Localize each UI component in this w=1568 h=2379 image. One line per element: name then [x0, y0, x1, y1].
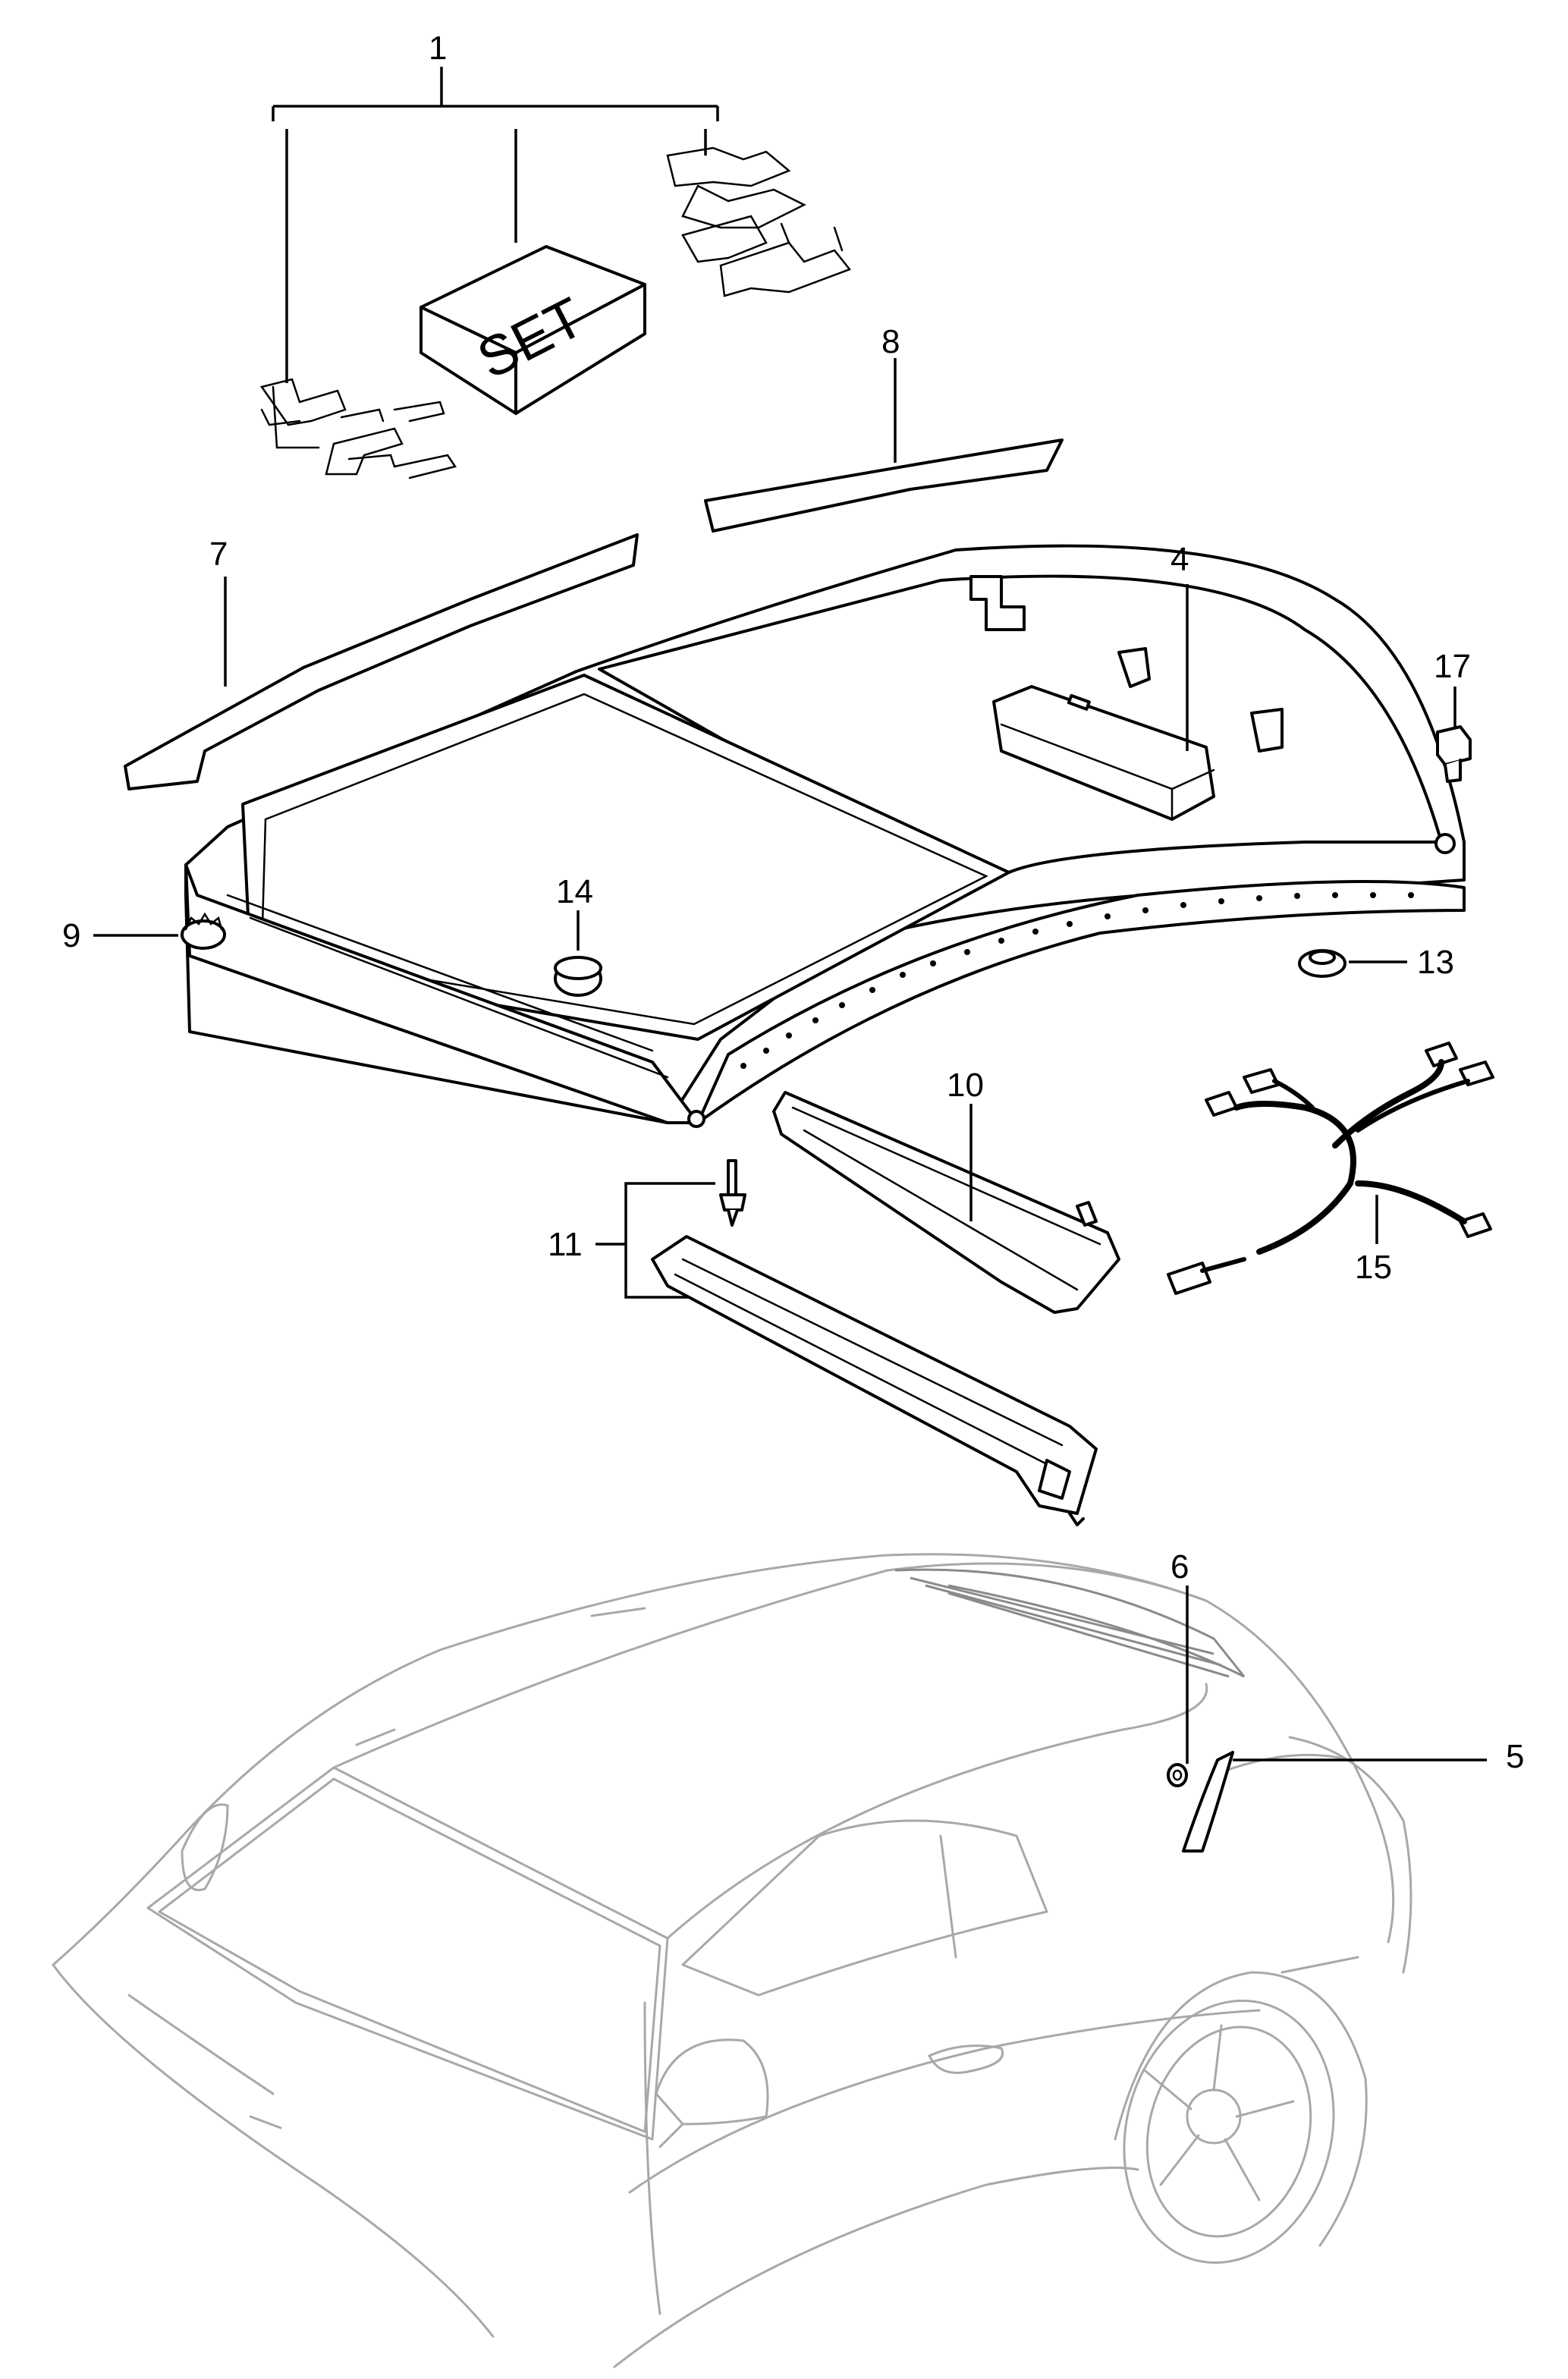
callout-15: 15 — [1355, 1249, 1392, 1286]
part-13-grommet — [1298, 949, 1407, 978]
part-15-wiring-harness — [1167, 1042, 1494, 1295]
callout-10: 10 — [947, 1067, 984, 1104]
part-4-control-unit — [992, 584, 1215, 821]
callout-11: 11 — [548, 1226, 583, 1263]
part-11-rail-with-pin — [595, 1159, 1098, 1526]
callout-14: 14 — [556, 873, 593, 910]
frame-tab-3 — [1250, 708, 1284, 753]
callout-6: 6 — [1171, 1548, 1189, 1585]
callout-13: 13 — [1417, 944, 1454, 981]
car-outline — [52, 1553, 1412, 2368]
callout-1: 1 — [429, 30, 447, 67]
roof-frame-assembly — [184, 544, 1466, 1128]
callout-labels: 1 4 5 6 7 8 9 10 11 13 14 15 17 — [62, 30, 1524, 1775]
frame-corner-bolt — [1434, 833, 1456, 854]
frame-tab-1 — [969, 575, 1026, 631]
part-17-bolt — [1436, 687, 1472, 783]
part-1-clip-set: SET — [259, 67, 852, 479]
callout-8: 8 — [881, 323, 900, 360]
part-9-grommet — [93, 912, 226, 950]
roof-side-rail — [696, 880, 1466, 1124]
set-box: SET — [419, 245, 646, 415]
part-14-plug — [554, 910, 602, 997]
part-11-bracket — [595, 1182, 727, 1299]
part-8-trim-strip — [704, 358, 1064, 533]
frame-front-bolt — [687, 1110, 705, 1128]
clip-group-right — [666, 146, 852, 297]
part-7-trim-strip — [124, 533, 639, 790]
part-6-clip — [1167, 1585, 1189, 1787]
callout-4: 4 — [1171, 541, 1189, 578]
part-5-rear-quarter-trim — [1182, 1751, 1487, 1853]
clip-group-left — [259, 378, 457, 479]
callout-7: 7 — [209, 536, 228, 573]
frame-tab-2 — [1117, 647, 1151, 688]
callout-5: 5 — [1506, 1738, 1524, 1775]
callout-17: 17 — [1434, 648, 1471, 685]
part-10-trim-panel — [772, 1091, 1120, 1314]
part-1-bracket — [272, 67, 719, 121]
callout-9: 9 — [62, 917, 80, 954]
rail-holes — [740, 892, 1414, 1069]
